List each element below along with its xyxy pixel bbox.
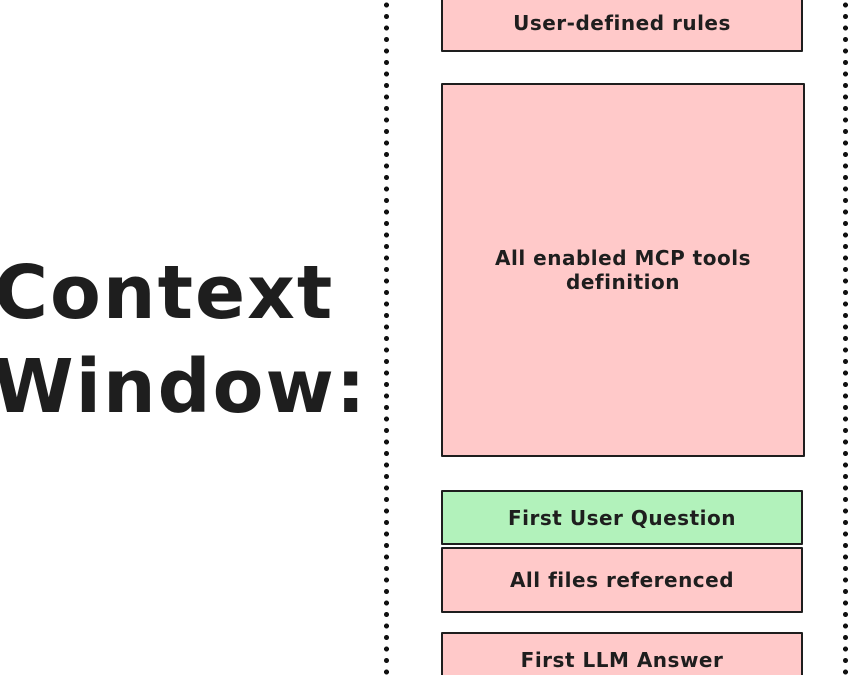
- block-label: First User Question: [508, 505, 736, 530]
- title-line-2: Window:: [0, 344, 368, 430]
- diagram-title: Context Window:: [0, 246, 368, 434]
- context-block-files-referenced: All files referenced: [441, 547, 803, 613]
- left-dotted-boundary: [383, 0, 390, 675]
- context-block-first-user-question: First User Question: [441, 490, 803, 545]
- context-block-user-rules: User-defined rules: [441, 0, 803, 52]
- context-block-mcp-tools: All enabled MCP tools definition: [441, 83, 805, 457]
- title-line-1: Context: [0, 250, 335, 336]
- right-dotted-boundary: [842, 0, 849, 675]
- block-label: All files referenced: [509, 568, 735, 592]
- block-label: First LLM Answer: [520, 648, 724, 672]
- block-label: User-defined rules: [513, 11, 731, 35]
- block-label: All enabled MCP tools definition: [495, 246, 751, 294]
- context-block-first-llm-answer: First LLM Answer: [441, 632, 803, 675]
